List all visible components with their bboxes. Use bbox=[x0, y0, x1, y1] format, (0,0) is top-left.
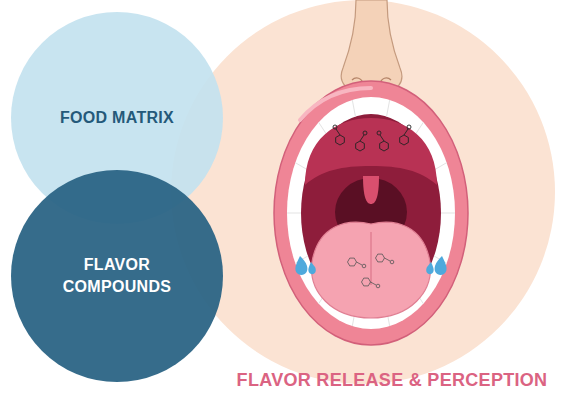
circle-label: FLAVOR COMPOUNDS bbox=[53, 254, 181, 297]
taste-molecules bbox=[348, 254, 394, 288]
heading-label: FLAVOR RELEASE & PERCEPTION bbox=[237, 368, 548, 392]
food-matrix-circle: FOOD MATRIX bbox=[11, 12, 223, 224]
palate bbox=[305, 118, 437, 185]
circle-fill bbox=[11, 170, 223, 382]
circle-label: FOOD MATRIX bbox=[53, 107, 181, 129]
circle-fill bbox=[171, 0, 555, 384]
aroma-molecules bbox=[333, 125, 411, 151]
uvula bbox=[363, 176, 379, 204]
flavor-compounds-circle: FLAVOR COMPOUNDS bbox=[11, 170, 223, 382]
perception-circle: FLAVOR RELEASE & PERCEPTION bbox=[171, 0, 555, 384]
teeth bbox=[287, 97, 455, 329]
circle-shape bbox=[11, 170, 223, 382]
tongue bbox=[312, 222, 431, 318]
lips bbox=[274, 81, 468, 345]
saliva-drops bbox=[295, 256, 446, 275]
circle-shape bbox=[171, 0, 555, 384]
